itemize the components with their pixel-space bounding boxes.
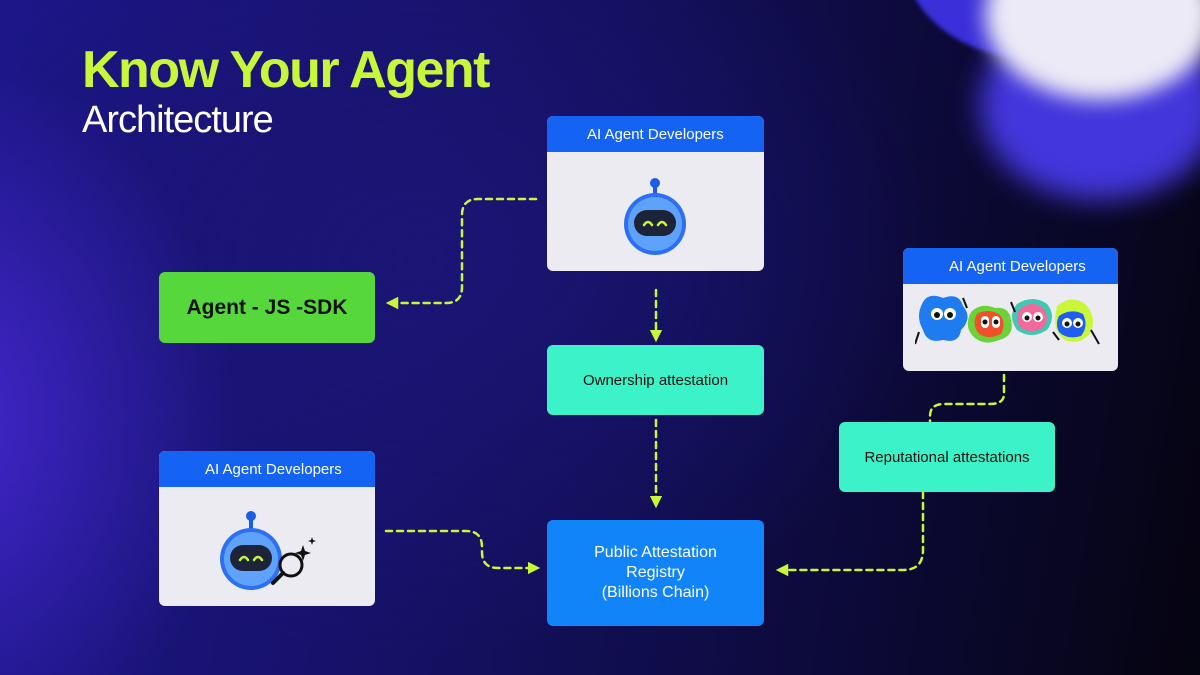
arrow-reputational-to-registry xyxy=(775,490,925,577)
ownership-attestation-label: Ownership attestation xyxy=(582,371,729,389)
reputational-attestations-box: Reputational attestations xyxy=(839,422,1055,492)
registry-line-2: Registry xyxy=(626,564,685,581)
robot-icon xyxy=(624,178,686,255)
developers-card-right: AI Agent Developers xyxy=(903,248,1118,371)
page-subtitle: Architecture xyxy=(82,99,274,141)
agent-characters-icon xyxy=(915,295,1100,345)
arrow-right-card-to-reputational xyxy=(928,373,1006,426)
agent-js-sdk-box: Agent - JS -SDK xyxy=(159,272,375,343)
reputational-attestations-label: Reputational attestations xyxy=(864,448,1030,466)
ownership-attestation-box: Ownership attestation xyxy=(547,345,764,415)
card-header: AI Agent Developers xyxy=(159,451,375,487)
arrow-left-card-to-registry xyxy=(384,529,541,575)
registry-line-1: Public Attestation xyxy=(594,544,717,561)
developers-card-left: AI Agent Developers xyxy=(159,451,375,606)
arrow-top-card-to-sdk xyxy=(385,197,538,310)
card-header: AI Agent Developers xyxy=(547,116,764,152)
developers-card-top: AI Agent Developers xyxy=(547,116,764,271)
agent-js-sdk-label: Agent - JS -SDK xyxy=(186,295,348,319)
card-header: AI Agent Developers xyxy=(903,248,1118,284)
page-title: Know Your Agent xyxy=(82,41,490,99)
registry-line-3: (Billions Chain) xyxy=(601,584,710,601)
public-attestation-registry-box: Public Attestation Registry (Billions Ch… xyxy=(547,520,764,626)
robot-search-icon xyxy=(220,511,316,590)
